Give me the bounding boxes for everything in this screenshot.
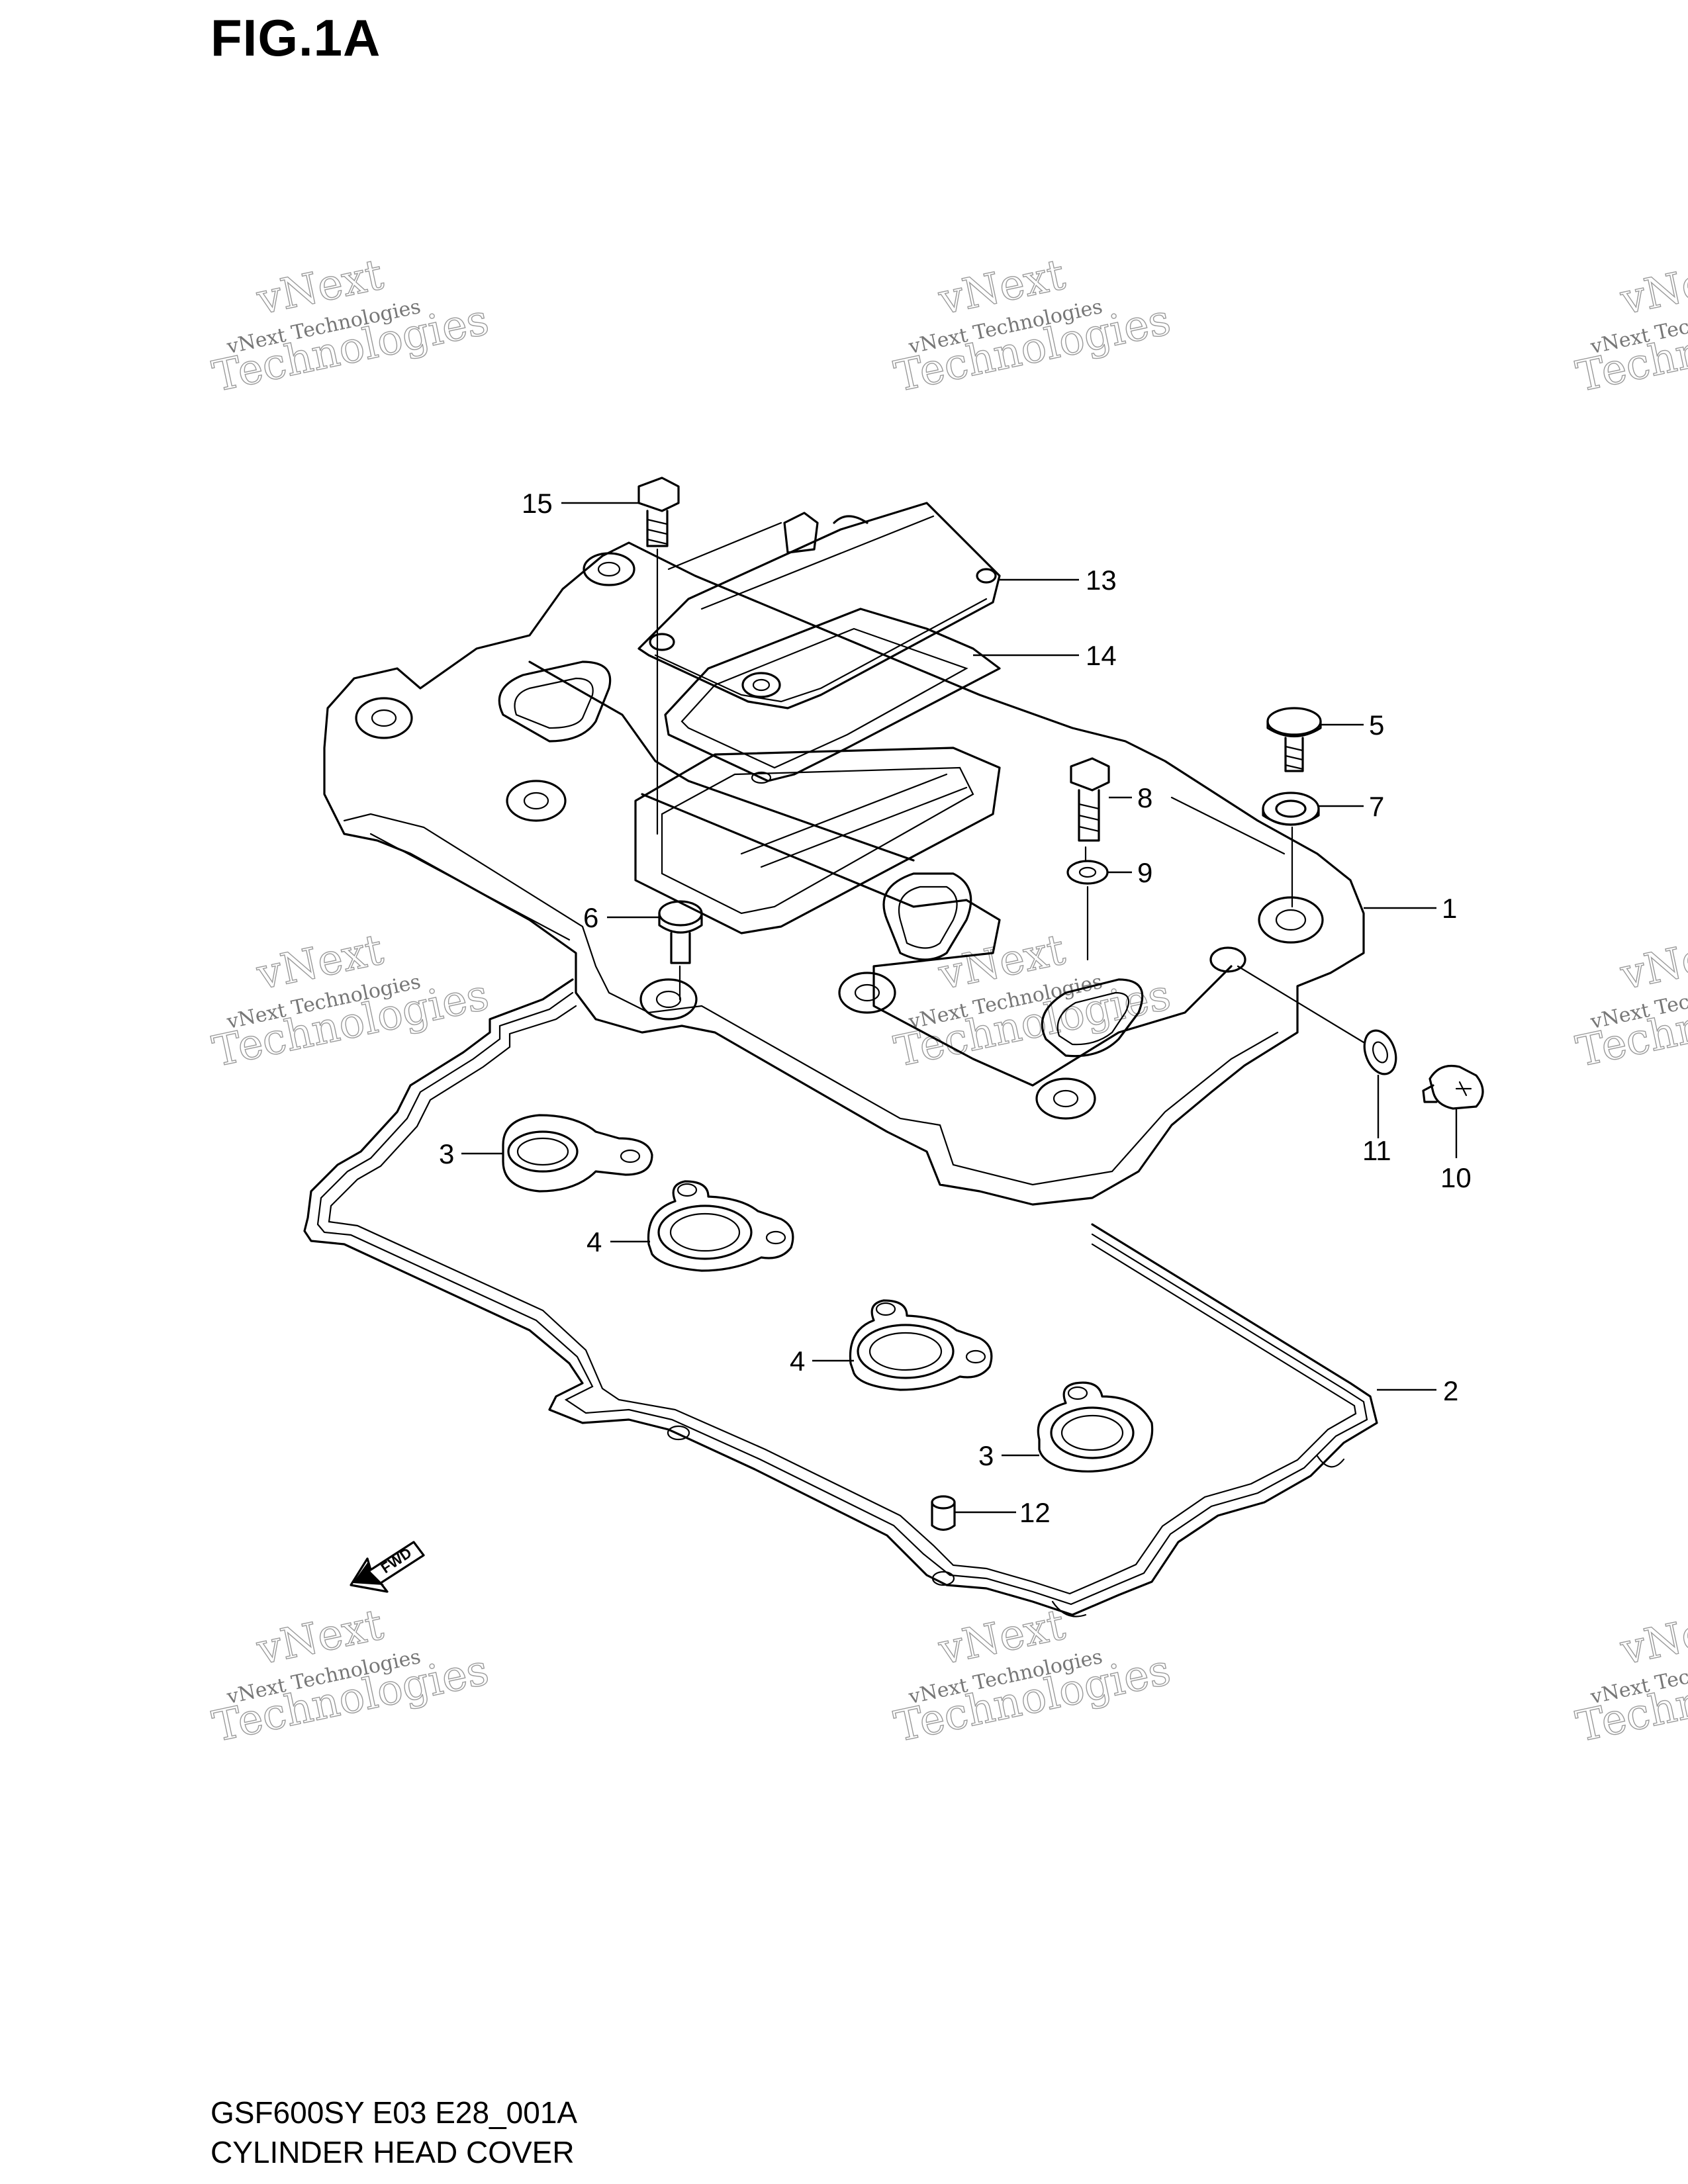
washer-part-7 [1262,792,1320,826]
watermark: vNext vNext Technologies Technologies [890,925,1175,1077]
callout-1: 1 [1442,893,1457,924]
watermark: vNext vNext Technologies Technologies [208,1600,493,1752]
callout-10: 10 [1440,1162,1472,1193]
callout-7: 7 [1369,791,1384,822]
callout-labels: 1 2 3 3 4 4 5 6 7 8 9 10 11 12 13 14 15 [439,488,1472,1528]
assembly-lines [656,522,1365,1044]
fwd-label: FWD [378,1544,415,1576]
callout-3-lower: 3 [978,1440,994,1471]
cap-seal-part-4-lower [849,1299,993,1391]
cap-seal-part-4-upper [647,1180,794,1272]
washer-part-9 [1066,860,1109,885]
cylinder-head-cover [323,512,1365,1206]
bolt-part-6 [658,900,703,964]
watermark-line1: vNext [1616,1600,1688,1675]
watermark: vNext vNext Technologies Technologies [208,250,493,402]
watermark: vNext vNext Technologies Technologies [1571,925,1688,1077]
cap-seal-part-3-lower [1037,1381,1154,1473]
callout-8: 8 [1137,782,1152,813]
breather-gasket [664,608,1001,784]
callout-2: 2 [1443,1375,1458,1406]
watermark-line1: vNext [1616,250,1688,325]
diagram-name: CYLINDER HEAD COVER [211,2135,575,2169]
figure-title: FIG.1A [211,9,381,67]
dowel-pin-part-12 [931,1495,956,1531]
washer-part-11 [1363,1029,1397,1075]
bolt-part-8 [1070,757,1110,842]
callout-4-lower: 4 [790,1345,805,1377]
callout-4-upper: 4 [586,1226,602,1257]
callout-13: 13 [1086,565,1117,596]
cap-seal-part-3-upper [502,1114,653,1193]
plug-part-10 [1422,1064,1484,1110]
watermark: vNext vNext Technologies Technologies [1571,1600,1688,1752]
watermark: vNext vNext Technologies Technologies [1571,250,1688,402]
watermark: vNext vNext Technologies Technologies [208,925,493,1077]
watermark: vNext vNext Technologies Technologies [890,250,1175,402]
callout-11: 11 [1362,1135,1391,1166]
callout-6: 6 [583,902,598,933]
bolt-part-15 [637,477,680,547]
callout-9: 9 [1137,857,1152,888]
breather-cover [637,502,1001,709]
callout-leaders [461,502,1458,1514]
watermark-group: vNext vNext Technologies Technologies vN… [208,250,1688,1752]
callout-5: 5 [1369,709,1384,741]
head-cover-gasket [303,978,1378,1617]
diagram-code: GSF600SY E03 E28_001A [211,2095,578,2130]
callout-15: 15 [522,488,553,519]
fwd-arrow: FWD [350,1541,425,1593]
callout-12: 12 [1019,1497,1051,1528]
callout-3-upper: 3 [439,1138,454,1169]
watermark: vNext vNext Technologies Technologies [890,1600,1175,1752]
watermark-line1: vNext [1616,925,1688,1000]
callout-14: 14 [1086,640,1117,671]
bolt-part-5 [1266,707,1322,772]
